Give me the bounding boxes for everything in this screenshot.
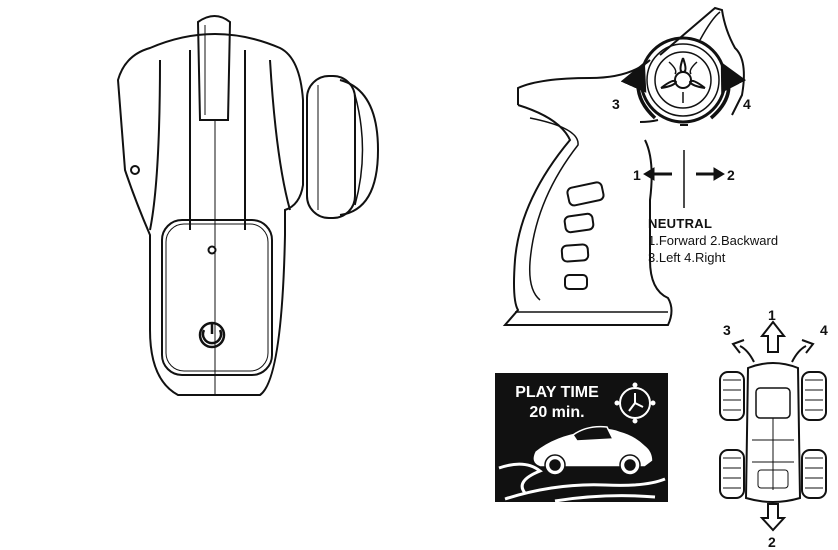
neutral-legend: NEUTRAL 1.Forward 2.Backward 3.Left 4.Ri… xyxy=(648,215,778,266)
car-direction-2: 2 xyxy=(768,534,776,550)
play-time-box: PLAY TIME 20 min. xyxy=(495,373,668,502)
rc-car-top-view xyxy=(719,362,827,503)
car-direction-3: 3 xyxy=(723,322,731,338)
steering-wheel xyxy=(639,36,727,124)
legend-line-2: 3.Left 4.Right xyxy=(648,250,726,265)
transmitter-top-view xyxy=(116,15,380,396)
car-silhouette xyxy=(532,425,654,476)
car-direction-1: 1 xyxy=(768,307,776,323)
legend-line-1: 1.Forward 2.Backward xyxy=(648,233,779,248)
play-time-title: PLAY TIME 20 min. xyxy=(509,383,605,423)
throttle-arrows xyxy=(643,150,725,208)
pistol-transmitter xyxy=(502,6,745,326)
rotation-arrows xyxy=(620,61,747,126)
control-number-3: 3 xyxy=(612,96,620,112)
play-time-line2: 20 min. xyxy=(529,404,585,421)
neutral-label: NEUTRAL xyxy=(648,216,713,231)
control-number-2: 2 xyxy=(727,167,735,183)
play-time-line1: PLAY TIME xyxy=(515,384,599,401)
car-direction-4: 4 xyxy=(820,322,828,338)
play-time-art xyxy=(498,382,666,502)
road-lines xyxy=(498,462,666,502)
clock-icon xyxy=(614,382,656,424)
power-icon xyxy=(198,321,226,349)
control-number-1: 1 xyxy=(633,167,641,183)
car-direction-arrows xyxy=(731,320,815,532)
control-number-4: 4 xyxy=(743,96,751,112)
